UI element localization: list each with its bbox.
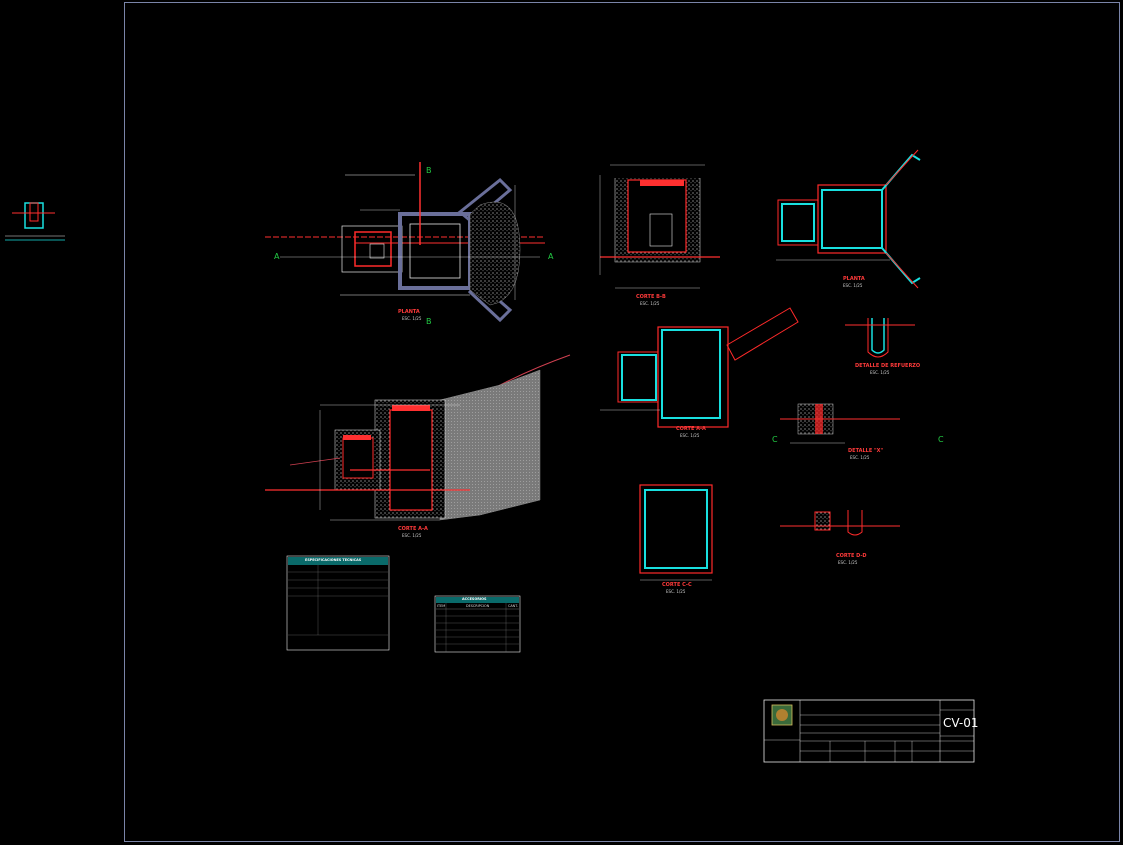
planta-scale: ESC. 1/25 — [402, 316, 422, 321]
specs-table-header: ESPECIFICACIONES TECNICAS — [305, 558, 362, 562]
corte-aa-scale: ESC. 1/25 — [402, 533, 422, 538]
planta-2-view — [776, 149, 921, 289]
section-mark-a-right: A — [548, 252, 554, 261]
planta-2-scale: ESC. 1/25 — [843, 283, 863, 288]
corte-aa-title: CORTE A-A — [398, 526, 428, 532]
corte-bb-scale: ESC. 1/25 — [640, 301, 660, 306]
section-mark-a-left: A — [274, 252, 280, 261]
corte-bb-view — [599, 164, 720, 289]
planta-title: PLANTA — [398, 309, 420, 315]
detalle-refuerzo-view — [845, 318, 915, 358]
accessories-col-cant: CANT. — [508, 604, 518, 608]
detalle-x-title: DETALLE "X" — [848, 448, 884, 454]
detalle-x-scale: ESC. 1/25 — [850, 455, 870, 460]
corte-bb-title: CORTE B-B — [636, 294, 666, 300]
planta-2-title: PLANTA — [843, 276, 865, 282]
left-detail — [5, 202, 65, 241]
detalle-refuerzo-scale: ESC. 1/25 — [870, 370, 890, 375]
section-mark-c-left: C — [772, 435, 778, 444]
corte-cc-title: CORTE C-C — [662, 582, 692, 588]
corte-cc-scale: ESC. 1/25 — [666, 589, 686, 594]
section-mark-b-bottom: B — [426, 317, 432, 326]
title-block — [763, 699, 975, 763]
accessories-col-item: ITEM — [437, 604, 446, 608]
corte-aa-small-scale: ESC. 1/25 — [680, 433, 700, 438]
corte-cc-view — [639, 484, 713, 581]
section-mark-b-top: B — [426, 166, 432, 175]
sheet-code: CV-01 — [943, 716, 979, 730]
detalle-x-view — [780, 403, 900, 444]
corte-aa-small-view — [600, 307, 799, 428]
municipal-seal-logo — [771, 704, 793, 726]
specs-table — [286, 555, 390, 651]
corte-dd-scale: ESC. 1/25 — [838, 560, 858, 565]
detalle-refuerzo-title: DETALLE DE REFUERZO — [855, 363, 921, 369]
accessories-table-header: ACCESORIOS — [462, 597, 487, 601]
drawing-frame — [124, 2, 1120, 842]
corte-aa-view — [265, 354, 571, 521]
accessories-table — [434, 595, 521, 653]
corte-dd-view — [780, 510, 900, 536]
accessories-col-descripcion: DESCRIPCION — [466, 604, 490, 608]
corte-dd-title: CORTE D-D — [836, 553, 867, 559]
corte-aa-small-title: CORTE A-A — [676, 426, 706, 432]
section-mark-c-right: C — [938, 435, 944, 444]
planta-view — [265, 162, 545, 323]
